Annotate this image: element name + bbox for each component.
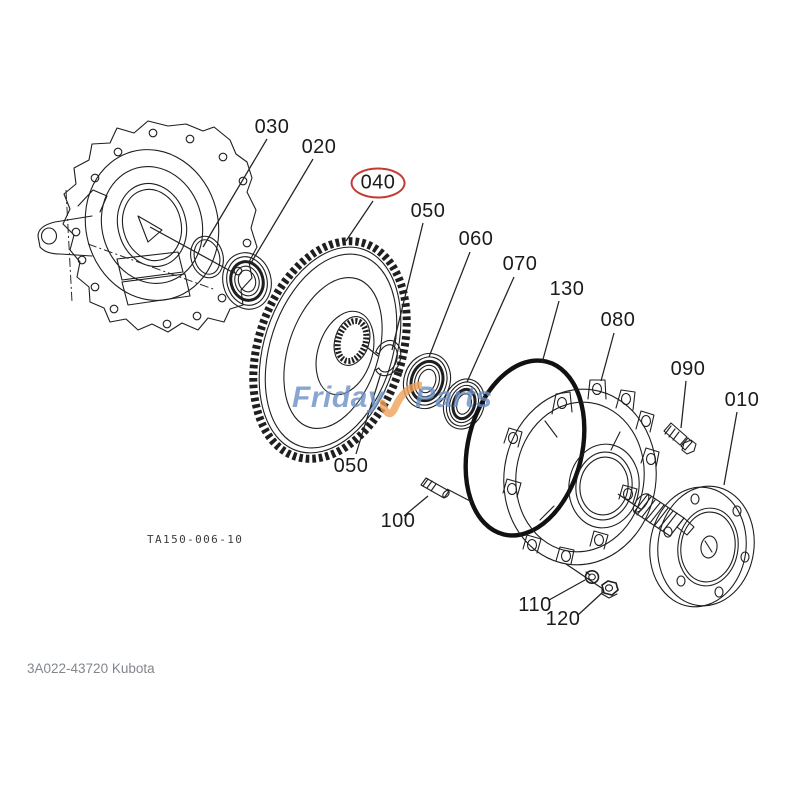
callout-060: 060 [458, 228, 494, 250]
callout-100: 100 [380, 510, 416, 532]
leader-020 [250, 158, 314, 264]
leader-120 [577, 591, 604, 616]
watermark-swoosh-icon [380, 381, 423, 418]
callout-020: 020 [301, 136, 337, 158]
axis-gear-to-ring [362, 343, 379, 357]
axle-flange-010-drawing [632, 485, 755, 608]
watermark-text-right: Parts [415, 381, 493, 414]
leader-100-ext [446, 488, 473, 503]
leader-050-lower [355, 372, 382, 455]
leader-100 [403, 495, 429, 517]
o-ring-030-drawing [190, 235, 224, 279]
transmission-case-drawing [37, 120, 258, 333]
bearing-060-drawing [402, 352, 452, 410]
stud-100-drawing [420, 477, 450, 499]
cover-080-drawing [502, 379, 660, 566]
leader-030 [202, 138, 268, 248]
axis-cover-to-nut [565, 563, 604, 590]
leader-070 [466, 276, 515, 383]
callout-130: 130 [549, 278, 585, 300]
leader-080 [600, 332, 615, 382]
nut-120-drawing [601, 580, 619, 599]
callout-120: 120 [545, 608, 581, 630]
callout-080: 080 [600, 309, 636, 331]
watermark: Friday Parts [292, 378, 493, 418]
callout-110: 110 [518, 594, 552, 616]
footer-part-code: 3A022-43720 Kubota [27, 661, 155, 676]
bearing-020-drawing [222, 252, 272, 310]
case-bolt-holes [71, 128, 252, 329]
seal-070-drawing [442, 378, 486, 430]
callout-050-upper: 050 [410, 200, 446, 222]
axis-case-to-bearing [149, 226, 235, 274]
leader-050-upper [391, 222, 424, 351]
watermark-text-left: Friday [292, 381, 386, 414]
leader-090 [680, 380, 687, 429]
leader-lines [149, 138, 738, 616]
callout-090: 090 [670, 358, 706, 380]
bolt-090-drawing [663, 422, 697, 455]
callout-040-highlighted: 040 [350, 167, 406, 199]
leader-010 [723, 411, 738, 486]
leader-110 [548, 579, 586, 601]
snap-ring-050-drawing [375, 340, 402, 377]
callout-050-lower: 050 [333, 455, 369, 477]
leader-040 [345, 200, 374, 242]
leader-130 [541, 300, 560, 364]
callout-070: 070 [502, 253, 538, 275]
o-ring-130-drawing [463, 358, 587, 538]
axis-cover-to-shaft [617, 493, 643, 511]
drawing-number: TA150-006-10 [147, 533, 244, 546]
callout-030: 030 [254, 116, 290, 138]
leader-060 [428, 251, 471, 358]
gear-040-drawing [249, 237, 411, 463]
callout-010: 010 [724, 389, 760, 411]
